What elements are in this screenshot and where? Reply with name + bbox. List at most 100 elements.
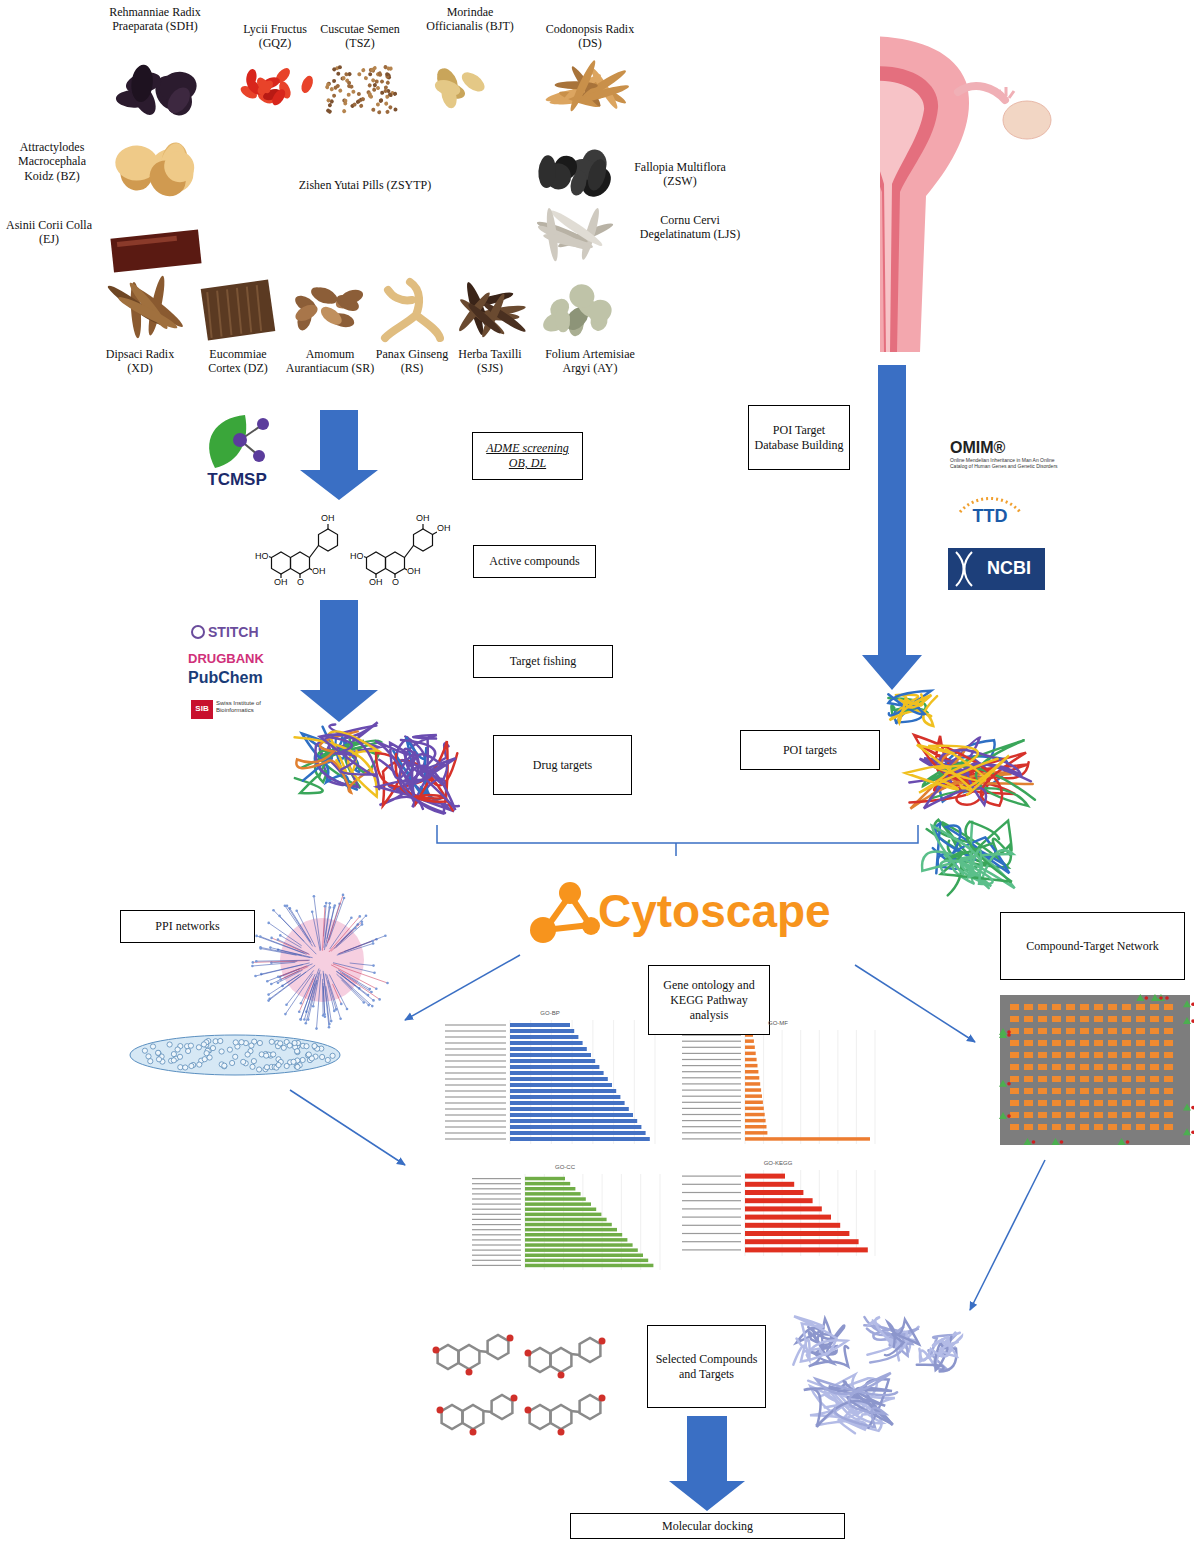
bar [745,1101,763,1105]
ppi-node [270,983,273,986]
herb-label: Asinii Corii Colla (EJ) [4,218,94,247]
herb-piece [388,92,392,96]
herb-piece [370,78,376,84]
target-node [1164,1004,1173,1010]
target-node [1080,1088,1089,1094]
protein-ribbon [320,734,380,789]
herb-piece [567,59,598,113]
target-node [1024,1004,1033,1010]
ppi-node [386,982,389,985]
ring [414,529,433,551]
target-node [1066,1028,1075,1034]
atom-label: OH [321,514,335,524]
ppi-node [295,1064,300,1069]
target-node [1010,1028,1019,1034]
ppi-node [304,1044,309,1049]
target-node [1052,1016,1061,1022]
target-node [1038,1028,1047,1034]
ppi-node [375,987,378,990]
herb-piece [325,108,331,114]
bark-line [215,291,223,337]
herb-label: Herba Taxilli (SJS) [450,347,530,376]
target-node [1136,1064,1145,1070]
bar [510,1047,587,1051]
ppi-node [189,1063,194,1068]
uterus-illustration [880,36,969,352]
ppi-edge [350,963,374,966]
target-node [1136,1088,1145,1094]
target-node [1150,1028,1159,1034]
herb-piece [332,79,336,83]
bar [510,1095,620,1099]
herb-piece [364,76,369,81]
target-node [1164,1112,1173,1118]
target-node [1164,1100,1173,1106]
ppi-node [305,1053,310,1058]
compound-node [999,1028,1007,1035]
bond [571,1411,580,1412]
protein-ribbon [885,1320,919,1356]
compound-node [999,1112,1007,1119]
logo-text: TCMSP [192,470,282,490]
ppi-node [305,1022,308,1025]
ppi-node [367,1004,370,1007]
bar [745,1052,756,1056]
bar [745,1247,868,1252]
target-node [1150,1124,1159,1130]
herb-piece [358,103,364,109]
process-box: ADME screening OB, DL [472,432,583,480]
protein-ribbon [899,695,932,723]
herb-piece [344,72,349,77]
target-node [1038,1052,1047,1058]
ppi-node [372,942,375,945]
target-node [1150,1052,1159,1058]
herb-piece [116,293,179,332]
bar [525,1218,607,1222]
target-node [1010,1112,1019,1118]
cytoscape-icon [530,882,600,943]
box-text: POI Target Database Building [754,423,844,453]
category-text-mark [682,1102,741,1103]
logo-text: STITCH [208,624,298,641]
bar [510,1125,641,1129]
bar [745,1119,766,1123]
category-text-mark [445,1108,506,1109]
category-text-mark [445,1054,506,1055]
bar [510,1137,650,1141]
logo-text: SIB [191,700,213,719]
herb-piece [393,107,397,111]
box-text: Compound-Target Network [1026,939,1159,954]
ppi-node [241,1059,246,1064]
target-node [1010,1076,1019,1082]
ppi-node [156,1057,161,1062]
atom-label: OH [369,578,383,588]
target-node [1052,1100,1061,1106]
bar [510,1071,604,1075]
ppi-node [233,1054,238,1059]
ppi-node [371,940,374,943]
herb-images [105,59,630,341]
ppi-node [298,1010,301,1013]
ppi-node [178,1065,183,1070]
target-node [1122,1100,1131,1106]
target-node [1010,1004,1019,1010]
ring [551,1405,572,1429]
ppi-node [361,923,364,926]
target-node [1136,1076,1145,1082]
ppi-edge [336,971,373,1000]
ppi-node [292,1040,297,1045]
ppi-node [313,895,316,898]
ppi-node [325,902,328,905]
ring [530,1405,551,1429]
bark-line [235,288,243,334]
ppi-node [218,1038,223,1043]
herb-piece [377,72,383,78]
process-box: Selected Compounds and Targets [647,1325,766,1408]
herb-piece [357,92,361,96]
ppi-edge [304,980,316,1019]
grid-line [782,1030,783,1144]
target-node [1010,1088,1019,1094]
fimbriae [999,87,1014,98]
ppi-node [372,999,375,1002]
thin-arrow [405,955,520,1020]
